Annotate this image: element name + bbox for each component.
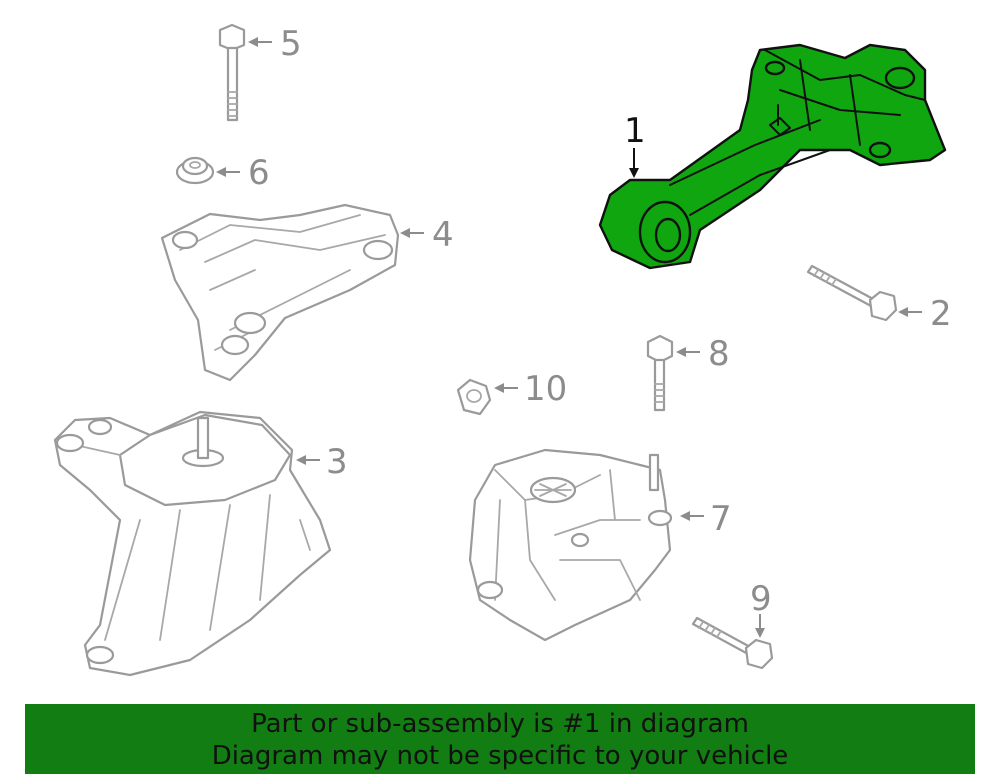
callout-2[interactable]: 2	[930, 294, 952, 334]
part-6-nut[interactable]	[175, 156, 215, 185]
callout-1[interactable]: 1	[624, 111, 646, 151]
part-1-torque-strut[interactable]	[598, 43, 947, 270]
disclaimer-banner: Part or sub-assembly is #1 in diagram Di…	[25, 704, 975, 774]
part-9-bolt[interactable]	[691, 616, 774, 670]
callout-8[interactable]: 8	[708, 334, 730, 374]
banner-line-1: Part or sub-assembly is #1 in diagram	[251, 709, 749, 739]
callout-5[interactable]: 5	[280, 24, 302, 64]
part-10-nut[interactable]	[456, 378, 492, 416]
part-3-mount[interactable]	[53, 410, 332, 677]
callout-7[interactable]: 7	[710, 499, 732, 539]
part-7-mount[interactable]	[468, 448, 673, 642]
part-2-bolt[interactable]	[806, 264, 898, 322]
callout-4[interactable]: 4	[432, 215, 454, 255]
callout-10[interactable]: 10	[524, 369, 567, 409]
callout-6[interactable]: 6	[248, 153, 270, 193]
banner-line-2: Diagram may not be specific to your vehi…	[211, 741, 789, 771]
callout-3[interactable]: 3	[326, 442, 348, 482]
callout-9[interactable]: 9	[750, 579, 772, 619]
part-4-bracket[interactable]	[160, 203, 400, 382]
part-5-bolt[interactable]	[218, 23, 246, 122]
parts-diagram: 5 6 4 3 10	[53, 23, 952, 677]
part-8-bolt[interactable]	[646, 334, 674, 412]
